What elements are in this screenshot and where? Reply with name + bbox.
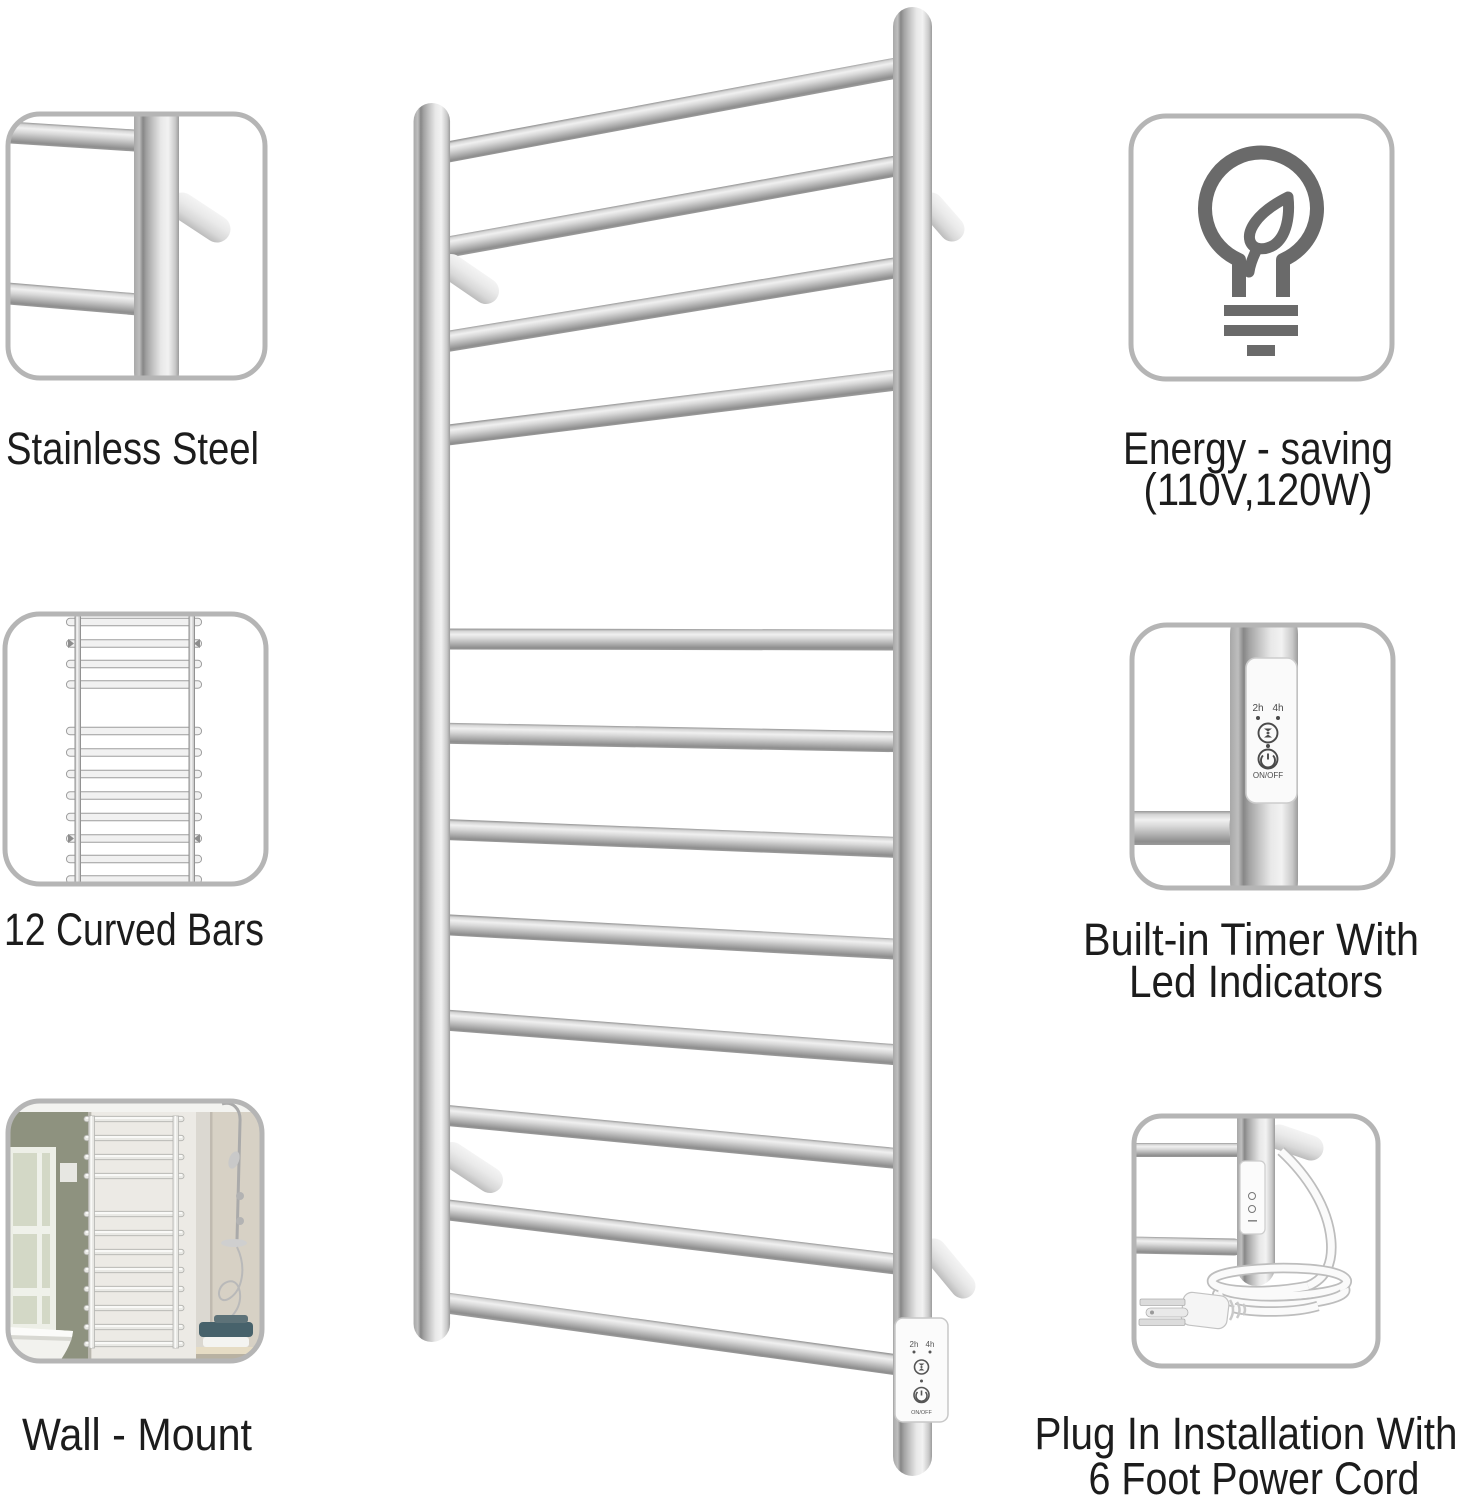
svg-text:Energy - saving: Energy - saving: [1123, 423, 1393, 474]
svg-text:ON/OFF: ON/OFF: [1253, 771, 1283, 780]
svg-text:Plug In Installation With: Plug In Installation With: [1035, 1408, 1458, 1459]
svg-text:Wall - Mount: Wall - Mount: [22, 1409, 252, 1460]
svg-text:6 Foot Power Cord: 6 Foot Power Cord: [1089, 1453, 1420, 1500]
svg-text:Built-in Timer With: Built-in Timer With: [1083, 914, 1419, 965]
svg-text:ON/OFF: ON/OFF: [911, 1410, 932, 1416]
svg-text:4h: 4h: [926, 1340, 935, 1349]
svg-text:4h: 4h: [1272, 703, 1283, 714]
svg-text:(110V,120W): (110V,120W): [1144, 464, 1373, 515]
svg-text:2h: 2h: [910, 1340, 919, 1349]
svg-text:2h: 2h: [1252, 703, 1263, 714]
svg-text:Led Indicators: Led Indicators: [1129, 956, 1383, 1007]
svg-text:Stainless Steel: Stainless Steel: [6, 423, 259, 474]
svg-text:12 Curved Bars: 12 Curved Bars: [4, 904, 264, 955]
